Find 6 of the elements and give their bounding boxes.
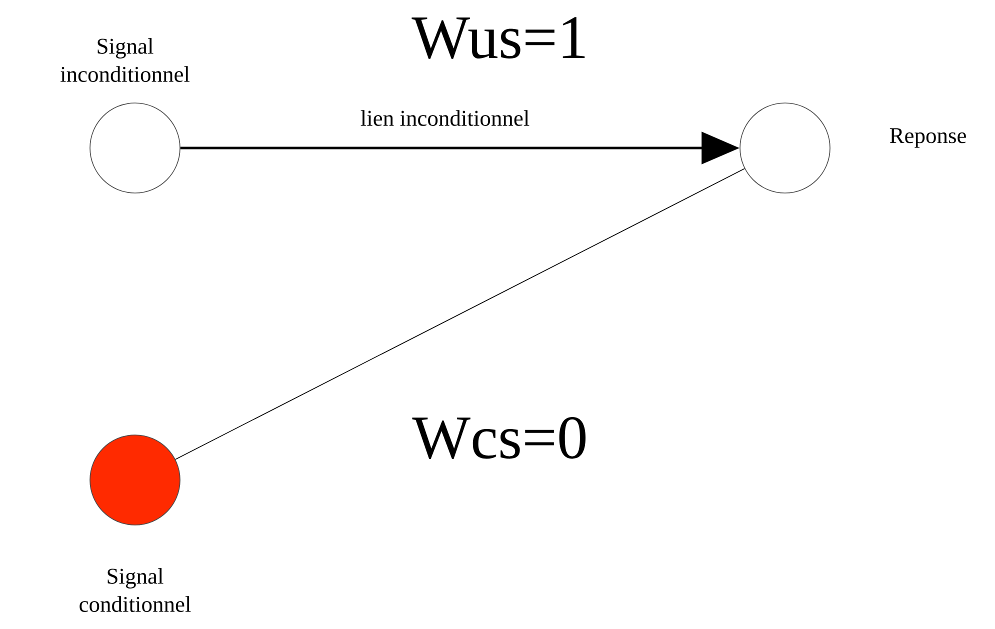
edge-label: lien inconditionnel: [358, 108, 532, 128]
node-label: Signal inconditionnel: [60, 38, 190, 82]
weight-label: Wcs=0: [412, 416, 586, 460]
node-label: Signal conditionnel: [80, 568, 191, 612]
node-label: Reponse: [890, 128, 966, 148]
weight-label: Wus=1: [412, 17, 585, 59]
